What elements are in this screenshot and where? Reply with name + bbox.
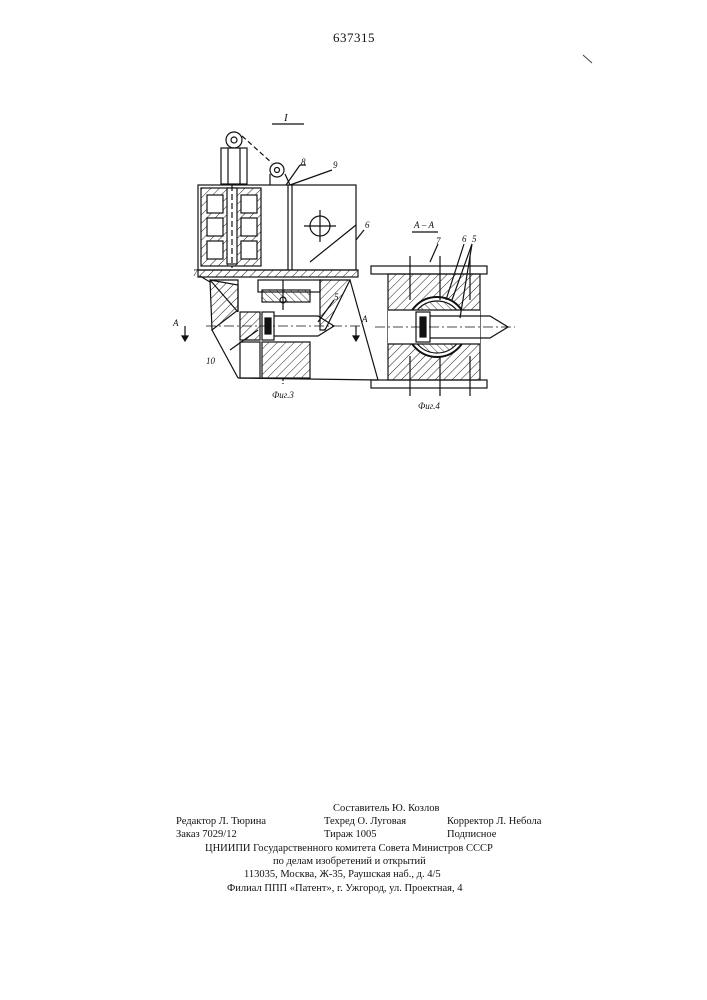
- footer-org-line2: по делам изобретений и открытий: [273, 855, 426, 868]
- footer-subscription: Подписное: [447, 828, 496, 841]
- fig3-caption: Фиг.3: [272, 390, 294, 400]
- fig3-label-8: 8: [301, 157, 306, 167]
- footer-techred: Техред О. Луговая: [324, 815, 406, 828]
- fig3-view-mark: I: [284, 112, 288, 124]
- footer-address: 113035, Москва, Ж-35, Раушская наб., д. …: [244, 868, 441, 881]
- footer-compiler: Составитель Ю. Козлов: [333, 802, 439, 815]
- scan-mark: [583, 55, 592, 63]
- fig3-label-7: 7: [193, 268, 198, 278]
- footer-circulation: Тираж 1005: [324, 828, 377, 841]
- figure-4: [371, 232, 515, 396]
- footer-editor: Редактор Л. Тюрина: [176, 815, 266, 828]
- footer-corrector: Корректор Л. Небола: [447, 815, 541, 828]
- fig3-label-10: 10: [206, 356, 215, 366]
- footer-order: Заказ 7029/12: [176, 828, 237, 841]
- fig4-label-6: 6: [462, 234, 467, 244]
- fig3-section-mark-right: А: [362, 314, 368, 324]
- figure-3: [182, 124, 378, 384]
- fig3-label-5: 5: [334, 292, 339, 302]
- fig4-label-5: 5: [472, 234, 477, 244]
- fig4-caption: Фиг.4: [418, 401, 440, 411]
- footer-branch: Филиал ППП «Патент», г. Ужгород, ул. Про…: [227, 882, 462, 895]
- fig3-section-mark-left: А: [173, 318, 179, 328]
- fig3-label-9: 9: [333, 160, 338, 170]
- fig3-label-6: 6: [365, 220, 370, 230]
- fig4-section-title: А – А: [414, 220, 434, 230]
- fig4-label-7: 7: [436, 236, 441, 246]
- footer-org-line1: ЦНИИПИ Государственного комитета Совета …: [205, 842, 493, 855]
